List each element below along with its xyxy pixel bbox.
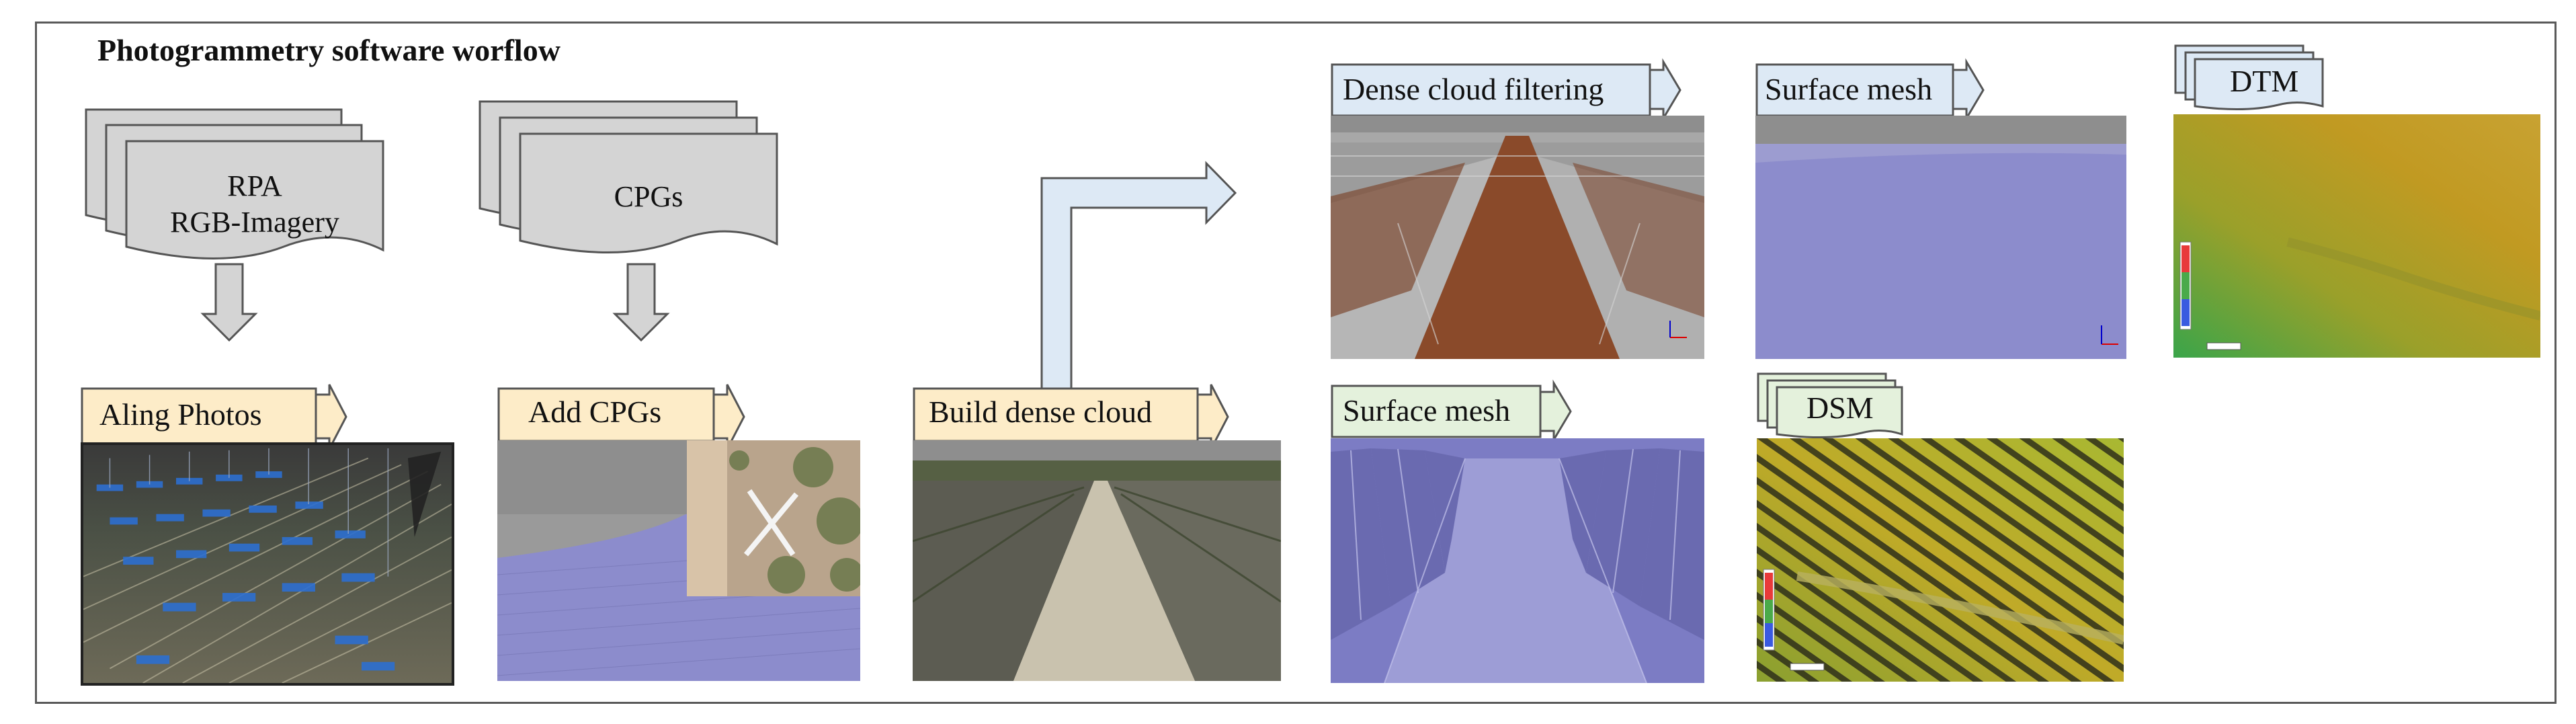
tag-mesh-top	[1755, 58, 1985, 122]
branch-arrow	[1040, 161, 1237, 390]
page-title: Photogrammetry software worflow	[97, 33, 560, 67]
dsm-image	[1757, 438, 2124, 682]
step-mesh-bottom-label: Surface mesh	[1343, 393, 1511, 428]
align-photos-image	[81, 442, 454, 686]
filtering-image	[1331, 116, 1704, 359]
add-cpgs-image	[497, 440, 860, 681]
step-filtering-label: Dense cloud filtering	[1343, 72, 1604, 106]
dtm-document-stack	[2174, 44, 2324, 111]
cpgs-document-stack	[479, 100, 778, 253]
figure-frame	[35, 22, 2557, 704]
down-arrow-cpgs	[612, 263, 670, 342]
mesh-bottom-image	[1331, 438, 1704, 683]
rpa-document-label: RPA RGB-Imagery	[126, 168, 383, 241]
dtm-image	[2173, 114, 2540, 358]
step-dense-cloud-label: Build dense cloud	[929, 395, 1153, 429]
rpa-line-2: RGB-Imagery	[170, 206, 339, 239]
output-dtm-label: DTM	[2230, 64, 2299, 98]
dsm-document-stack	[1757, 372, 1903, 439]
output-dsm-label: DSM	[1806, 391, 1874, 425]
dense-cloud-image	[913, 440, 1281, 681]
step-add-cpgs-label: Add CPGs	[528, 395, 662, 429]
down-arrow-rpa	[200, 263, 258, 342]
tag-mesh-bottom	[1331, 379, 1572, 444]
tag-dense-cloud	[913, 384, 1229, 450]
rpa-document-stack	[85, 108, 384, 259]
cpgs-line-1: CPGs	[614, 180, 683, 213]
cpgs-document-label: CPGs	[520, 179, 777, 215]
tag-align	[81, 384, 347, 450]
step-align-label: Aling Photos	[99, 397, 262, 432]
rpa-line-1: RPA	[227, 169, 282, 202]
mesh-top-image	[1755, 116, 2126, 359]
tag-filtering	[1331, 58, 1681, 122]
tag-add-cpgs	[497, 384, 745, 450]
step-mesh-top-label: Surface mesh	[1765, 72, 1933, 106]
